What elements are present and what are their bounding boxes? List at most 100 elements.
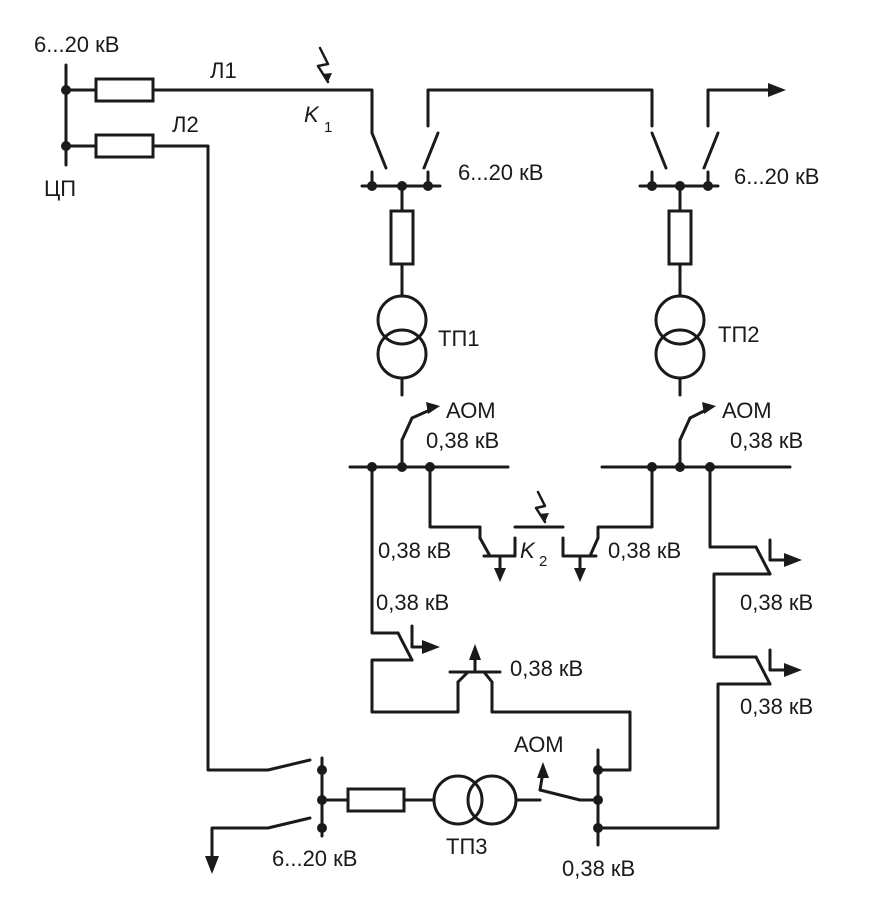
tp3-hv-switch-top-blade [266, 758, 312, 772]
tp3-hv-node-c [317, 823, 327, 833]
tp1-aom-breaker [400, 416, 414, 442]
cp-voltage-label: 6...20 кВ [34, 32, 119, 57]
tp2-substation [600, 83, 792, 472]
tp1-feeder-switch-blade [396, 631, 414, 662]
tp3-lv-voltage-label: 0,38 кВ [562, 856, 635, 881]
tp3-aom-breaker [538, 788, 582, 802]
tp2-hv-voltage-label: 6...20 кВ [734, 164, 819, 189]
tie-left-wire [428, 465, 482, 540]
tp3-substation [320, 748, 603, 847]
tp1-substation [348, 88, 654, 472]
k1-fault-arrowhead [322, 73, 332, 82]
tp2-hv-fuse [667, 209, 693, 266]
tp1-lv-voltage-label: 0,38 кВ [426, 428, 499, 453]
tp2-transformer-secondary [654, 328, 706, 380]
k2-fault-arrowhead [539, 513, 549, 522]
tp3-label: ТП3 [446, 834, 488, 859]
tp2-feeder1-voltage-label: 0,38 кВ [740, 590, 813, 615]
tp1-feeder-wire [370, 465, 400, 635]
tp3-outgoing-line [210, 826, 270, 858]
tp1-feeder-voltage-label: 0,38 кВ [376, 590, 449, 615]
tp1-tie-line [426, 88, 654, 128]
tp3-lv-node-c [593, 823, 603, 833]
line1-wire [151, 88, 374, 128]
tp2-outgoing-arrowhead [768, 83, 786, 97]
tp2-aom-breaker [678, 416, 692, 442]
tp1-hv-switch-right-blade [422, 131, 440, 170]
tp2-feeder-loop [712, 572, 772, 659]
tp2-feeders [596, 465, 802, 830]
tp2-feeder2-switch-blade [754, 655, 772, 686]
tp3-aom-label: АОМ [514, 732, 564, 757]
tp2-aom-arm [688, 408, 708, 420]
tp3-transformer-secondary [466, 774, 518, 826]
tp3-aom-arm [538, 776, 544, 792]
tp2-feeder-wire [708, 465, 758, 549]
k1-label: K [304, 102, 320, 127]
tp3-lv-node-a [593, 765, 603, 775]
tie-right-voltage-label: 0,38 кВ [608, 538, 681, 563]
lv-tie-k2 [428, 465, 654, 582]
tp1-label: ТП1 [438, 326, 480, 351]
tp1-aom-arrowhead [426, 402, 440, 414]
tie-left-arrowhead [494, 568, 506, 582]
tp2-hv-switch-left-blade [650, 131, 668, 170]
tp3-outgoing-arrowhead [205, 856, 219, 874]
mid-to-tp3-wire [490, 680, 632, 772]
tie-mid-voltage-label: 0,38 кВ [510, 656, 583, 681]
line2-wire [151, 144, 270, 772]
tie-right-switch-contact [561, 536, 598, 558]
tp2-aom-label: АОМ [722, 398, 772, 423]
tp3-hv-voltage-label: 6...20 кВ [272, 846, 357, 871]
tp2-to-tp3-wire [596, 682, 772, 830]
tp1-hv-node-c [423, 181, 433, 191]
tp1-transformer-primary [376, 294, 428, 346]
tie-right-switch-blade [588, 536, 600, 558]
k2-subscript: 2 [539, 553, 547, 570]
tp2-feeder2-out [768, 648, 786, 672]
central-substation [61, 63, 155, 167]
tp2-feeder1-out [768, 538, 786, 562]
tp1-hv-node-a [367, 181, 377, 191]
tp2-aom-arrowhead [702, 402, 716, 414]
tp2-transformer-primary [654, 294, 706, 346]
tp1-feeder-arrowhead [422, 640, 440, 654]
tp3-hv-switch-bottom-blade [266, 816, 312, 830]
tp2-hv-node-c [703, 181, 713, 191]
tp3-aom-arrowhead [537, 762, 549, 778]
mid-switch-blade-left [456, 670, 470, 684]
line-l1 [151, 46, 374, 128]
tp1-lv-node-b [397, 462, 407, 472]
tp3-transformer-primary [432, 774, 484, 826]
line1-label: Л1 [210, 58, 237, 83]
tp2-hv-node-a [647, 181, 657, 191]
line2-fuse [94, 133, 155, 159]
tp2-lv-voltage-label: 0,38 кВ [730, 428, 803, 453]
tp1-hv-fuse [389, 209, 415, 266]
cp-label: ЦП [44, 176, 76, 201]
tp1-hv-switch-left-blade [370, 131, 388, 170]
tp2-feeder1-switch-blade [754, 545, 772, 576]
tp3-hv-fuse [346, 787, 406, 813]
tp1-loop-wire [370, 658, 460, 714]
tp2-feeder2-voltage-label: 0,38 кВ [740, 694, 813, 719]
tp1-feeder [370, 465, 632, 772]
tp1-aom-arm [410, 408, 432, 420]
tp2-feeder2-arrowhead [784, 663, 802, 677]
tp1-transformer-secondary [376, 328, 428, 380]
mid-switch-blade-right [482, 670, 494, 684]
tie-left-switch-contact [482, 536, 517, 558]
tie-right-arrowhead [574, 568, 586, 582]
k2-label: K [520, 538, 536, 563]
tp3-hv-node-a [317, 765, 327, 775]
line2-label: Л2 [172, 112, 199, 137]
tp2-label: ТП2 [718, 322, 760, 347]
tie-left-switch-blade [478, 536, 492, 558]
tp1-feeder-switch-out [410, 624, 424, 649]
tp2-hv-switch-right-blade [702, 131, 720, 170]
tp2-feeder1-arrowhead [784, 553, 802, 567]
tp2-lv-node-b [675, 462, 685, 472]
tp3-lv-node-b [593, 795, 603, 805]
line-l2 [151, 144, 327, 874]
